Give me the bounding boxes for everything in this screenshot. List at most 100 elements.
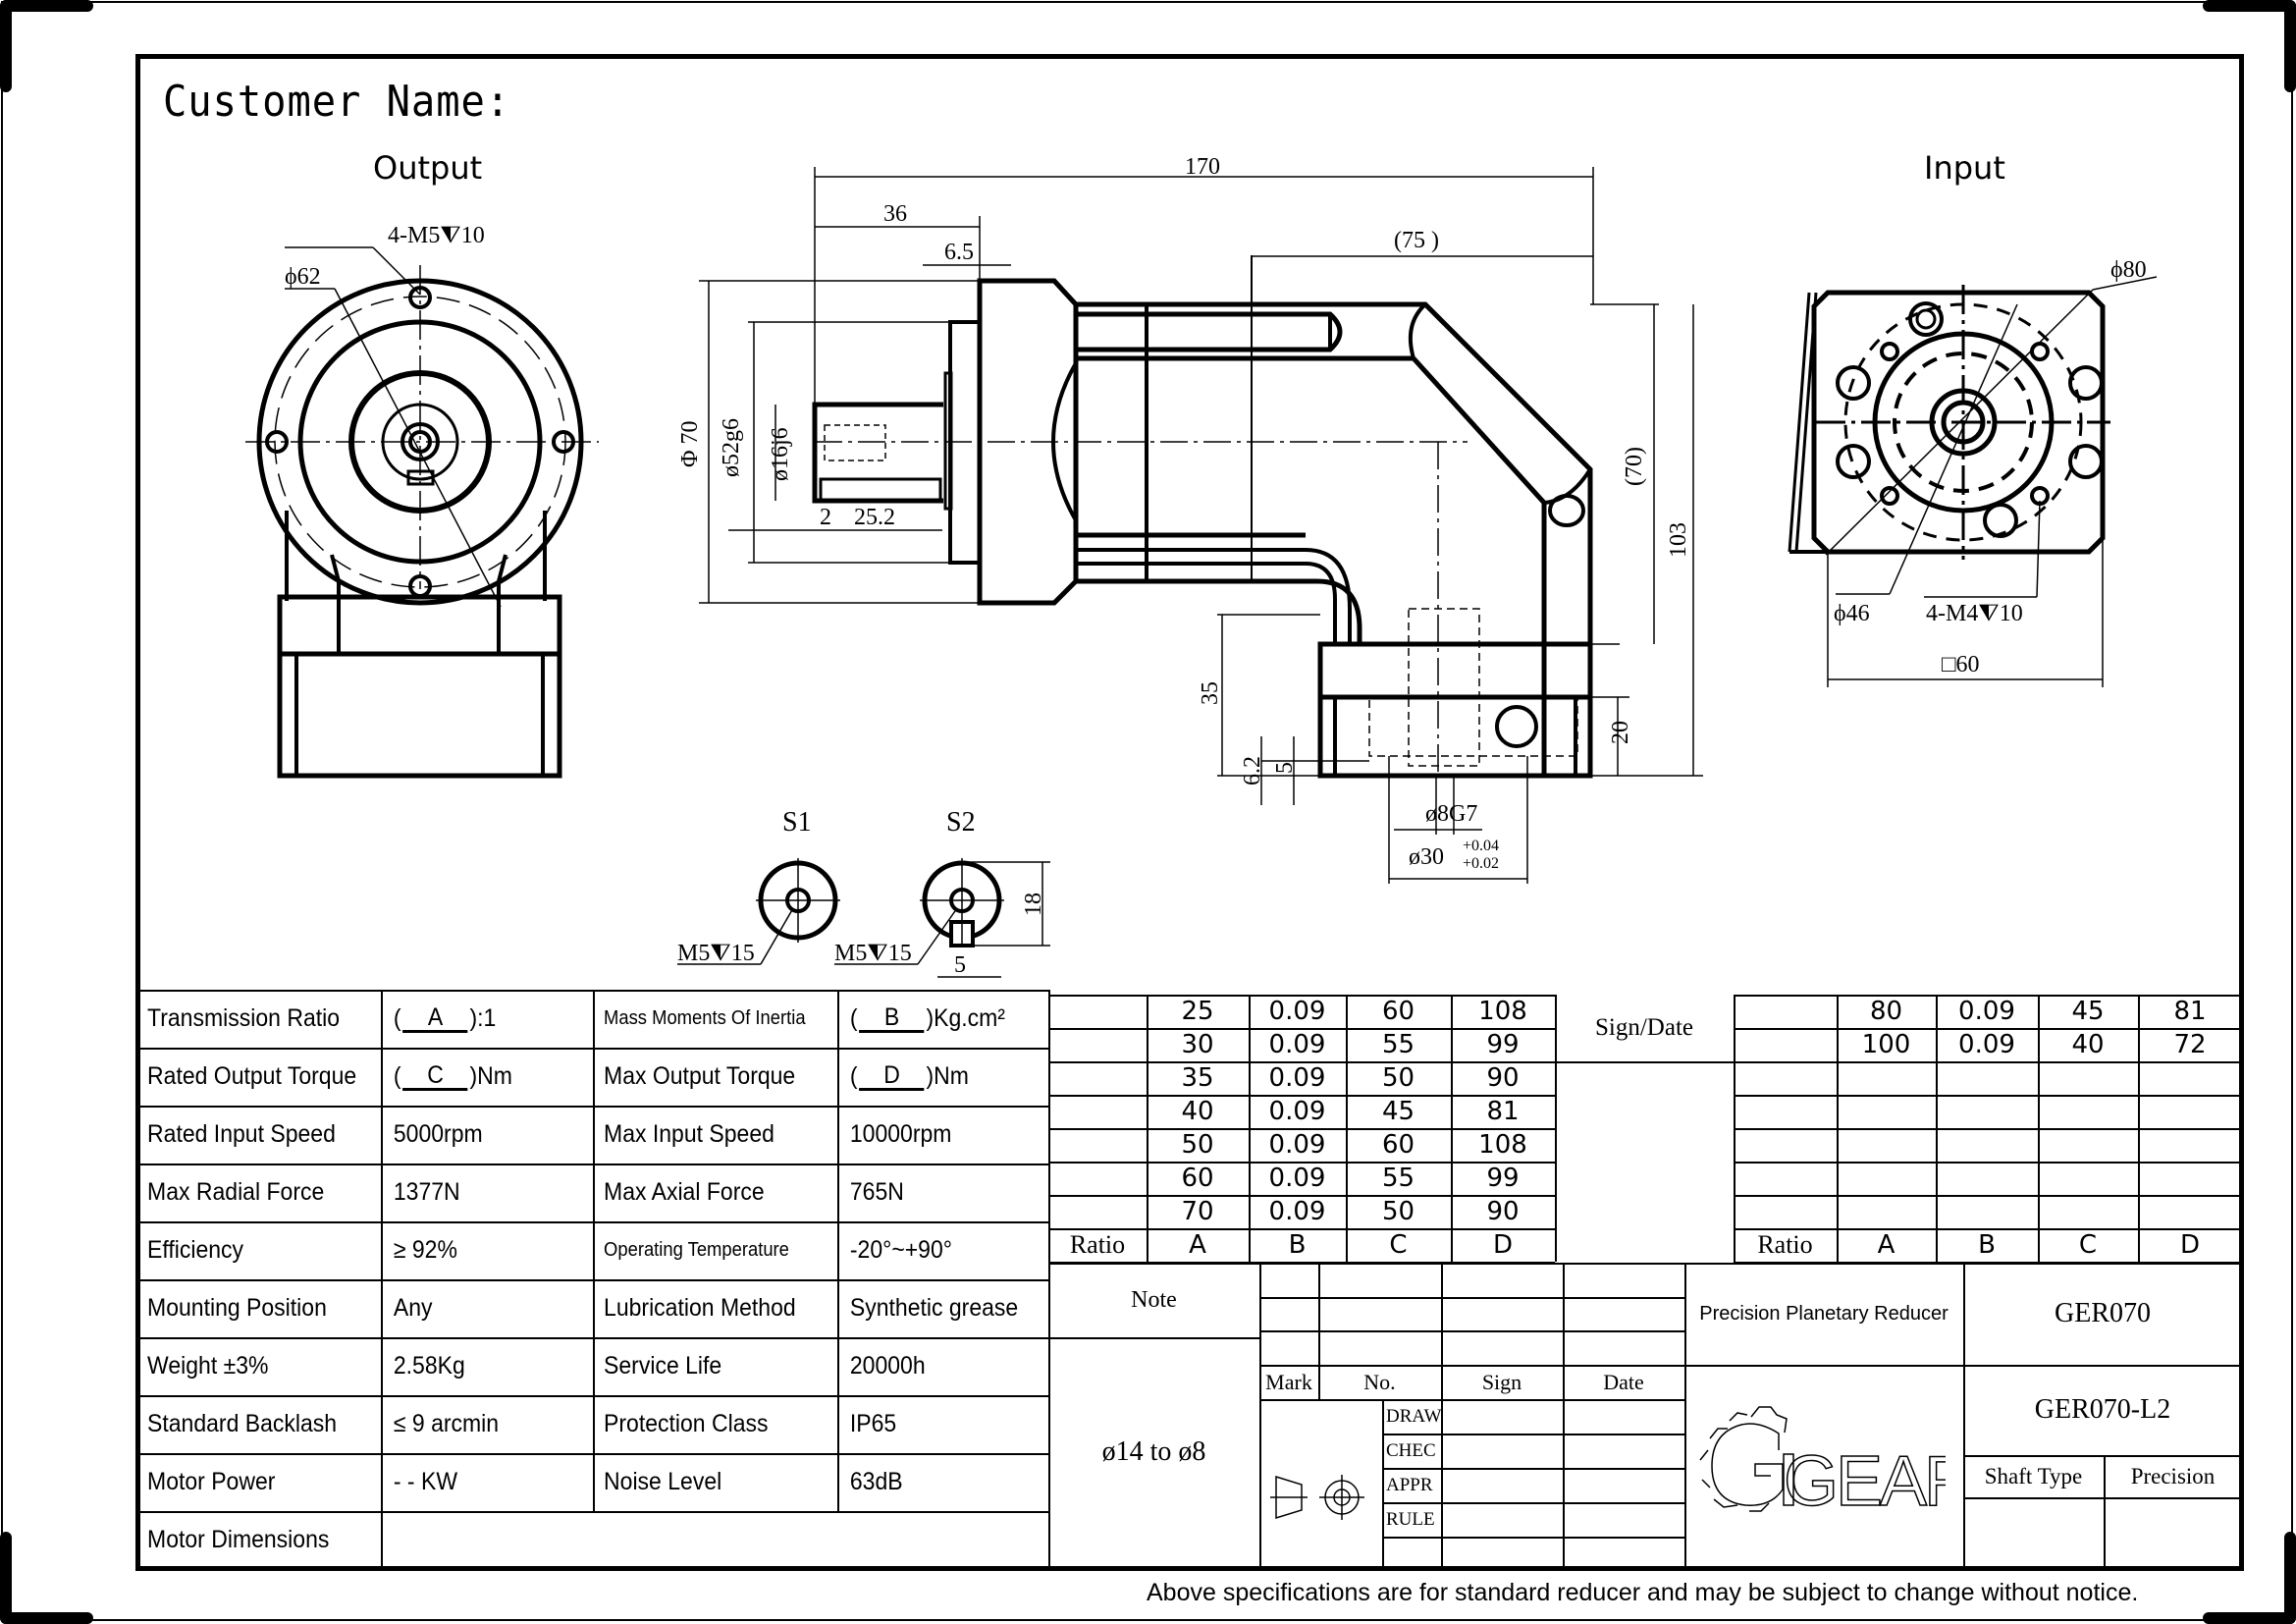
corner-mark-bottom-left-h xyxy=(0,1612,93,1624)
drawing-frame xyxy=(135,54,2244,1571)
ratio-cell xyxy=(1734,1061,1837,1095)
output-view-title: Output xyxy=(373,149,483,187)
spec-value: Synthetic grease xyxy=(849,1294,1019,1322)
precision-label: Precision xyxy=(2130,1463,2216,1489)
spec-value: 1377N xyxy=(393,1178,460,1206)
spec-value: - - KW xyxy=(393,1468,458,1495)
spec-value: (D)Nm xyxy=(837,1048,1032,1106)
ratio-row-rule xyxy=(1734,1195,2242,1197)
ratio-cell: 81 xyxy=(2173,997,2207,1026)
ratio-cell xyxy=(1734,1028,1837,1061)
approval-rule: RULE xyxy=(1386,1508,1435,1530)
spec-value: (A):1 xyxy=(381,990,576,1048)
spec-row-rule xyxy=(136,1279,1048,1281)
ratio-cell: 0.09 xyxy=(1958,997,2015,1026)
title-rule xyxy=(1048,1263,2242,1265)
spec-label: Mounting Position xyxy=(147,1294,327,1322)
ratio-column-header: C xyxy=(1389,1230,1408,1260)
ratio-row-rule xyxy=(1048,1095,1555,1097)
spec-value: 20000h xyxy=(849,1352,926,1380)
ratio-cell: 0.09 xyxy=(1268,1030,1326,1059)
spec-col-rule xyxy=(593,990,595,1511)
ratio-column-header: B xyxy=(1288,1230,1307,1260)
section-s1-thread: M5⧨15 xyxy=(677,941,755,966)
ratio-col-rule xyxy=(2242,995,2244,1262)
spec-label: Max Output Torque xyxy=(604,1062,796,1090)
ratio-row-rule xyxy=(1734,995,2242,997)
ratio-cell: 50 xyxy=(1181,1130,1214,1160)
note-label: Note xyxy=(1131,1286,1177,1313)
ratio-column-header: A xyxy=(1189,1230,1206,1260)
ratio-row-rule xyxy=(1734,1028,2242,1030)
ratio-cell: 25 xyxy=(1181,997,1214,1026)
spec-col-rule xyxy=(837,990,839,1511)
spec-row-rule xyxy=(136,1106,1048,1108)
spec-value: 5000rpm xyxy=(393,1120,483,1148)
ratio-row-rule xyxy=(1048,995,1555,997)
ratio-cell xyxy=(1734,1095,1837,1128)
ratio-cell: 0.09 xyxy=(1268,1130,1326,1160)
corner-mark-bottom-left-v xyxy=(0,1532,12,1624)
ratio-cell xyxy=(1048,995,1147,1028)
corner-mark-bottom-right-v xyxy=(2284,1532,2296,1624)
spec-value: IP65 xyxy=(849,1410,897,1437)
spec-value: 2.58Kg xyxy=(393,1352,465,1380)
ratio-col-rule xyxy=(1936,995,1938,1262)
rev-row-rule xyxy=(1259,1297,1684,1299)
projection-symbol-icon xyxy=(1270,1475,1364,1520)
ratio-cell xyxy=(1048,1028,1147,1061)
title-rule xyxy=(1963,1455,2242,1457)
ratio-cell: 81 xyxy=(1486,1097,1520,1126)
ratio-col-rule xyxy=(1249,995,1251,1262)
corner-mark-bottom-right-h xyxy=(2203,1612,2296,1624)
dim-overall-length: 170 xyxy=(1185,154,1220,180)
ratio-cell xyxy=(2038,1061,2138,1095)
approval-row-rule xyxy=(1382,1502,1684,1504)
spec-label: Service Life xyxy=(604,1352,722,1380)
rev-row-rule xyxy=(1259,1330,1684,1332)
ratio-cell: 50 xyxy=(1381,1063,1415,1093)
spec-placeholder: D xyxy=(859,1062,925,1091)
corner-mark-top-right-v xyxy=(2284,0,2296,92)
spec-label: Rated Input Speed xyxy=(147,1120,336,1148)
spec-col-rule xyxy=(381,990,383,1569)
ratio-cell xyxy=(1837,1095,1936,1128)
ratio-row-rule xyxy=(1048,1061,1555,1063)
input-view-title: Input xyxy=(1924,149,2005,187)
ratio-column-header: B xyxy=(1978,1230,1996,1260)
ratio-cell xyxy=(2038,1128,2138,1162)
ratio-cell xyxy=(2138,1061,2242,1095)
input-square-callout: □60 xyxy=(1942,652,1980,677)
footer-note: Above specifications are for standard re… xyxy=(1147,1579,2139,1606)
ratio-cell: 40 xyxy=(2071,1030,2105,1059)
dim-input-bore: ø8G7 xyxy=(1425,801,1477,827)
title-rule xyxy=(1963,1497,2242,1499)
ratio-cell xyxy=(1936,1162,2038,1195)
spec-value: (B)Kg.cm² xyxy=(837,990,1032,1048)
spec-value-pre: ( xyxy=(849,1062,858,1090)
rev-header-no: No. xyxy=(1363,1369,1396,1394)
rev-row-rule xyxy=(1259,1365,1684,1367)
ratio-cell xyxy=(1048,1128,1147,1162)
ratio-cell: 55 xyxy=(1381,1030,1415,1059)
ratio-cell xyxy=(1936,1128,2038,1162)
ratio-cell xyxy=(2038,1162,2138,1195)
rev-col-rule xyxy=(1563,1263,1565,1566)
ratio-cell: 35 xyxy=(1181,1063,1214,1093)
dim-input-pilot: ø30 xyxy=(1409,844,1444,870)
ratio-cell xyxy=(1936,1061,2038,1095)
input-pcd-callout: ϕ80 xyxy=(2110,257,2147,283)
ratio-cell: 0.09 xyxy=(1268,1197,1326,1226)
ratio-cell: 30 xyxy=(1181,1030,1214,1059)
spec-row-rule xyxy=(136,1337,1048,1339)
ratio-row-rule xyxy=(1734,1228,2242,1230)
ratio-column-header: A xyxy=(1877,1230,1896,1260)
spec-label: Motor Dimensions xyxy=(147,1526,330,1553)
ratio-cell: 108 xyxy=(1478,997,1527,1026)
sign-date-label: Sign/Date xyxy=(1595,1014,1693,1041)
ratio-cell: 45 xyxy=(2071,997,2105,1026)
spec-label: Motor Power xyxy=(147,1468,276,1495)
ratio-col-rule xyxy=(1147,995,1148,1262)
ratio-cell: 50 xyxy=(1381,1197,1415,1226)
sign-date-rule xyxy=(1734,995,1735,1262)
